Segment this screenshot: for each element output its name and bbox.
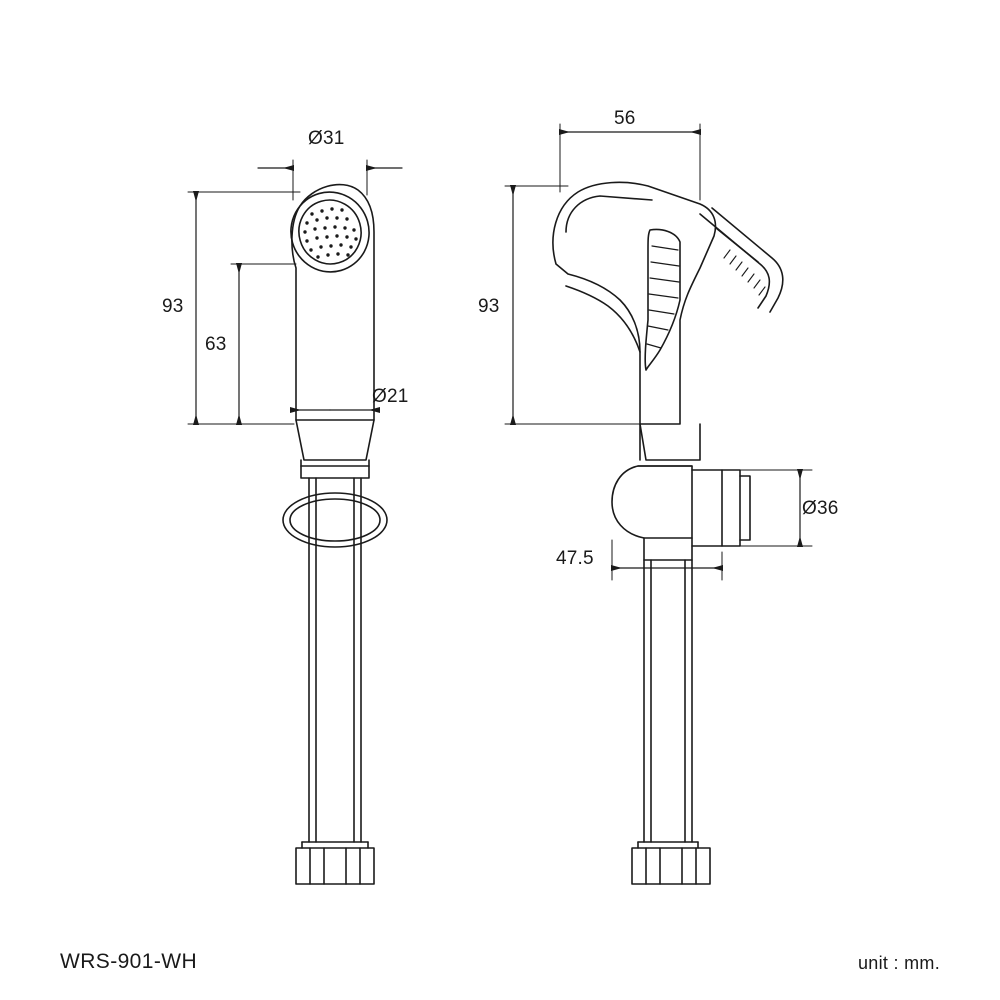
dimension-label-height-93-right: 93: [478, 296, 500, 317]
dimension-label-width-56: 56: [614, 108, 636, 129]
dimension-label-dia21: Ø21: [372, 386, 409, 407]
right-view-dimensions: [504, 123, 813, 581]
dimension-label-dia36: Ø36: [802, 498, 839, 519]
right-view-geometry: [552, 181, 784, 885]
dimension-label-width-475: 47.5: [556, 548, 594, 569]
unit-note-label: unit : mm.: [857, 953, 940, 973]
dimension-label-height-93-left: 93: [162, 296, 184, 317]
dimension-label-dia31: Ø31: [308, 128, 345, 149]
left-view-geometry: [282, 183, 388, 885]
model-code-label: WRS-901-WH: [60, 950, 198, 973]
left-view-dimensions: [187, 159, 403, 425]
dimension-label-height-63: 63: [205, 334, 227, 355]
